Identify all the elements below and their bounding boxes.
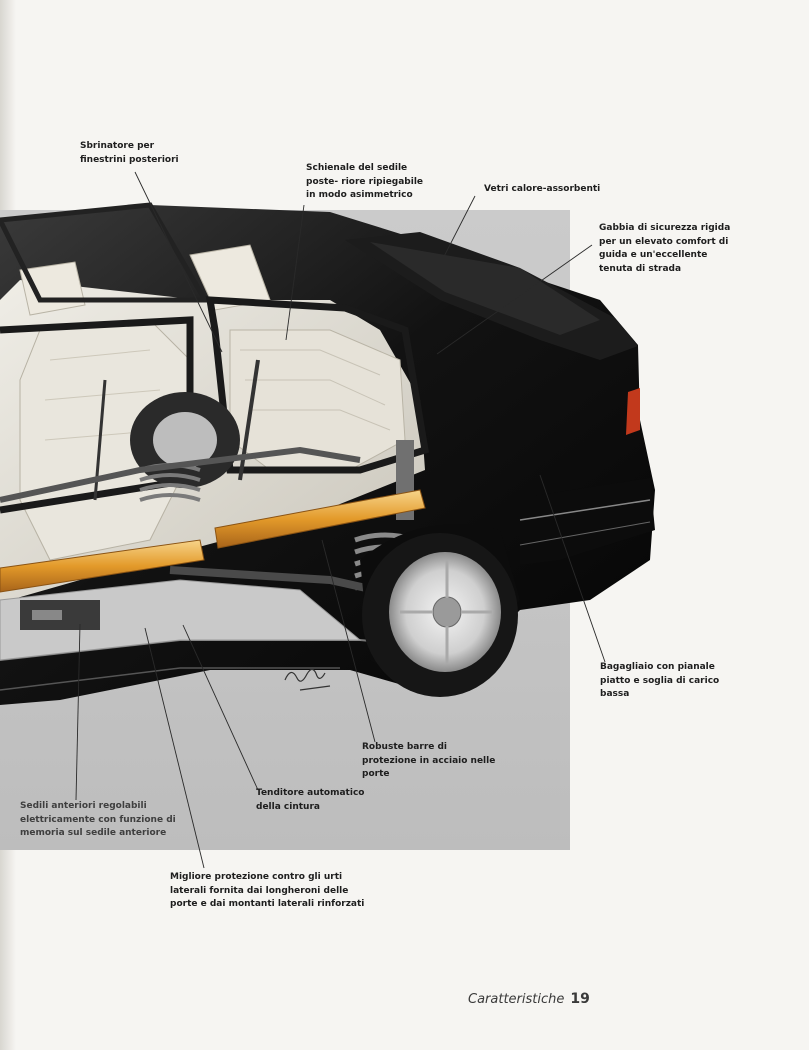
artist-signature — [284, 668, 331, 691]
callout-luggage-compartment: Bagagliaio con pianale piatto e soglia d… — [600, 662, 720, 699]
callout-safety-cage: Gabbia di sicurezza rigida per un elevat… — [599, 223, 731, 274]
floor-pan — [0, 579, 362, 661]
callout-leader-lines — [75, 171, 606, 869]
page-footer: Caratteristiche 19 — [468, 988, 590, 1007]
callout-heat-absorbing-glass: Vetri calore-assorbenti — [484, 184, 601, 194]
page-number: 19 — [570, 991, 590, 1007]
callout-rear-defroster: Sbrinatore per finestrini posteriori — [80, 141, 179, 165]
callout-rear-seatback: Schienale del sedile poste- riore ripieg… — [306, 163, 424, 200]
callout-front-seats: Sedili anteriori regolabili elettricamen… — [20, 801, 176, 838]
rear-wheel — [360, 524, 520, 697]
callout-belt-tensioner: Tenditore automatico della cintura — [256, 788, 365, 812]
rear-suspension — [0, 392, 421, 604]
callout-side-impact-protection: Migliore protezione contro gli urti late… — [170, 872, 365, 909]
footer-section-title: Caratteristiche — [468, 992, 565, 1007]
door-protection-beams — [0, 489, 426, 593]
callout-door-protection-bars: Robuste barre di protezione in acciaio n… — [362, 742, 496, 779]
